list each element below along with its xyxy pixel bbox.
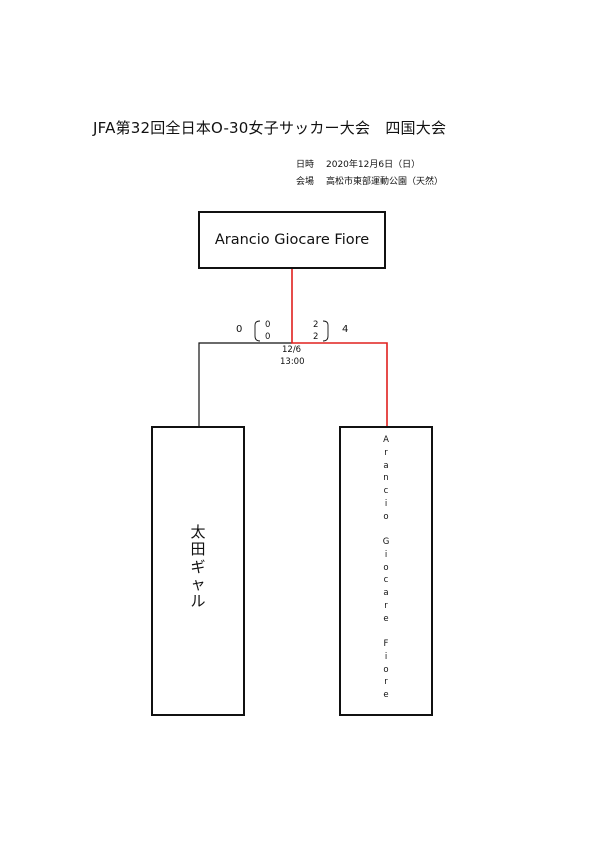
match-date: 12/6 [282, 345, 302, 355]
right-score-bracket [322, 320, 329, 342]
score-right-first-half: 2 [313, 320, 319, 330]
loser-line [198, 342, 292, 426]
date-label: 日時 [296, 160, 315, 170]
left-score-bracket [254, 320, 261, 342]
date-value: 2020年12月6日（日） [326, 160, 421, 170]
score-left-second-half: 0 [265, 332, 271, 342]
team-name-left: 太田ギャル [190, 523, 206, 610]
score-right-second-half: 2 [313, 332, 319, 342]
page-title: JFA第32回全日本O-30女子サッカー大会 四国大会 [93, 119, 447, 137]
score-left-total: 0 [236, 324, 243, 335]
venue-label: 会場 [296, 177, 315, 187]
venue-value: 高松市東部運動公園（天然） [326, 177, 444, 187]
score-left-first-half: 0 [265, 320, 271, 330]
team-box-left: 太田ギャル [151, 426, 245, 716]
score-right-total: 4 [342, 324, 349, 335]
match-time: 13:00 [280, 357, 305, 367]
date-row: 日時 2020年12月6日（日） [296, 157, 420, 170]
venue-row: 会場 高松市東部運動公園（天然） [296, 174, 443, 187]
winner-line [291, 269, 388, 426]
winner-box: Arancio Giocare Fiore [198, 211, 386, 269]
